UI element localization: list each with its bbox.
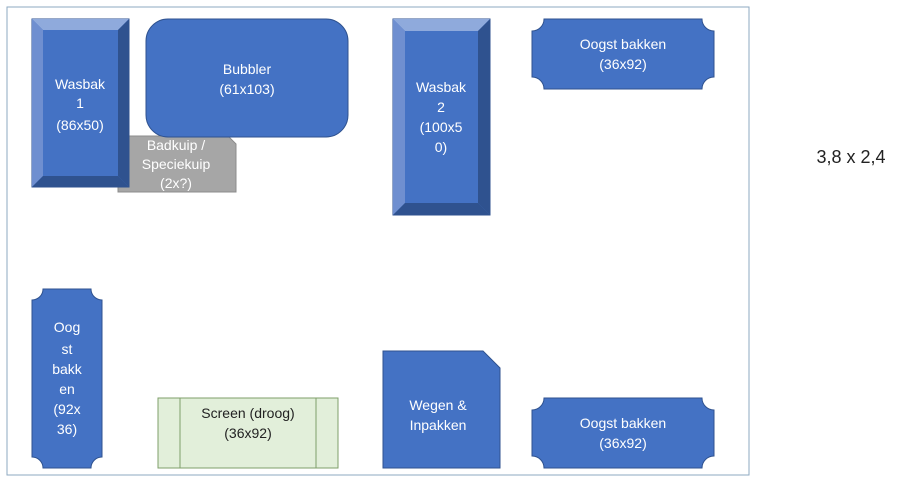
oogst-top-label-1: Oogst bakken <box>580 36 666 52</box>
wasbak-2: Wasbak 2 (100x5 0) <box>392 18 491 216</box>
screen-label-1: Screen (droog) <box>201 405 294 421</box>
oogst-left-label-2: st <box>62 341 73 357</box>
room-dimensions: 3,8 x 2,4 <box>816 147 885 167</box>
screen-droog: Screen (droog) (36x92) <box>157 397 339 469</box>
badkuip-label-2: Speciekuip <box>142 156 211 172</box>
oogst-top-label-2: (36x92) <box>599 56 646 72</box>
oogst-left-label-1: Oog <box>54 319 80 335</box>
oogst-bottom-label-1: Oogst bakken <box>580 415 666 431</box>
oogst-left-label-3: bakk <box>52 361 83 377</box>
oogst-left-label-6: 36) <box>57 421 77 437</box>
wasbak2-label-4: 0) <box>435 139 447 155</box>
oogst-bakken-top: Oogst bakken (36x92) <box>531 18 715 90</box>
oogst-left-label-5: (92x <box>53 401 80 417</box>
bubbler-label-1: Bubbler <box>223 61 272 77</box>
wasbak1-label-3: (86x50) <box>56 117 103 133</box>
oogst-bakken-bottom: Oogst bakken (36x92) <box>531 397 715 469</box>
oogst-bottom-label-2: (36x92) <box>599 435 646 451</box>
wasbak2-label-3: (100x5 <box>420 119 463 135</box>
badkuip-label-1: Badkuip / <box>147 137 205 153</box>
wasbak2-label-2: 2 <box>437 99 445 115</box>
bubbler: Bubbler (61x103) <box>145 18 349 138</box>
wegen-label-1: Wegen & <box>409 397 467 413</box>
oogst-bakken-left: Oog st bakk en (92x 36) <box>31 288 103 469</box>
wasbak1-label-2: 1 <box>76 95 84 111</box>
wegen-inpakken: Wegen & Inpakken <box>382 350 501 469</box>
wasbak2-label-1: Wasbak <box>416 79 467 95</box>
screen-label-2: (36x92) <box>224 425 271 441</box>
wasbak1-label-1: Wasbak <box>55 76 106 92</box>
badkuip-speciekuip: Badkuip / Speciekuip (2x?) <box>117 135 237 193</box>
wegen-label-2: Inpakken <box>410 417 467 433</box>
badkuip-label-3: (2x?) <box>160 175 192 191</box>
bubbler-label-2: (61x103) <box>219 81 274 97</box>
wasbak-1: Wasbak 1 (86x50) <box>31 18 130 188</box>
oogst-left-label-4: en <box>59 381 75 397</box>
